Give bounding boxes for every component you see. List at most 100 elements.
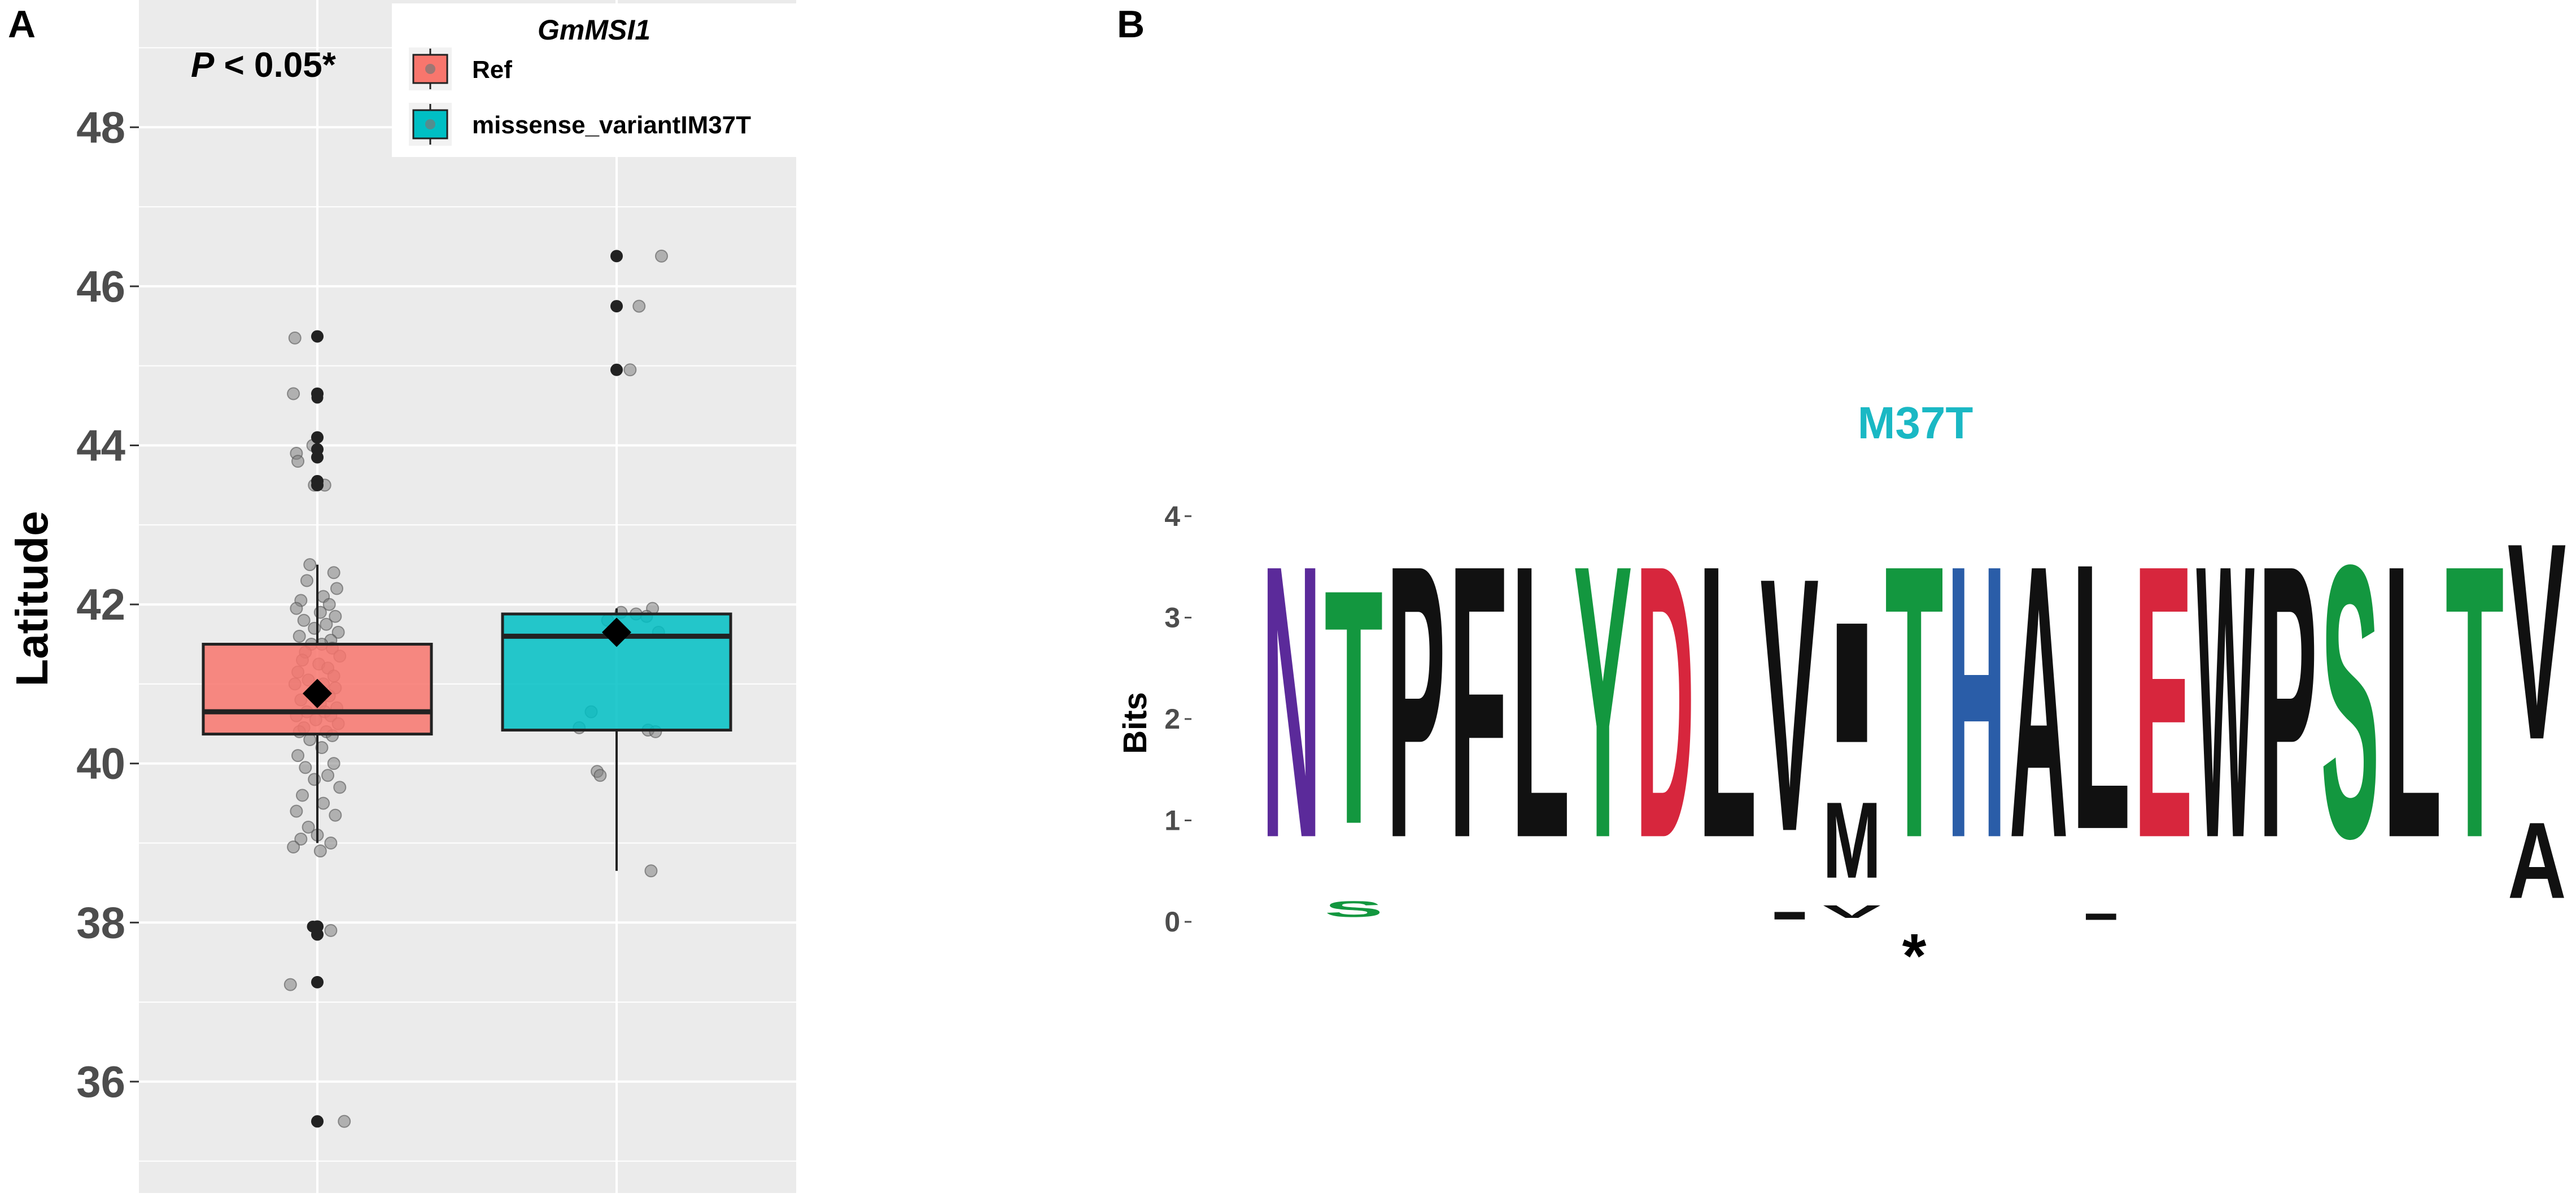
logo-y-tick-label: 2 (1164, 703, 1180, 735)
outlier-point (311, 431, 324, 444)
data-point (313, 606, 327, 619)
data-point (331, 625, 345, 639)
data-point (292, 629, 306, 643)
data-point (329, 609, 342, 623)
y-tick-label: 48 (76, 102, 125, 152)
logo-letter: I (1761, 909, 1819, 921)
legend-key-box (412, 109, 448, 140)
data-point (291, 749, 305, 763)
data-point (632, 299, 646, 313)
outlier-point (311, 975, 324, 988)
logo-letter: N (1262, 484, 1321, 919)
logo-letter: F (1449, 485, 1508, 919)
logo-letter: L (1698, 485, 1757, 919)
logo-letter: E (2134, 484, 2193, 919)
p-value-italic: P (191, 46, 215, 85)
legend-key-point (425, 119, 435, 129)
data-point (299, 761, 312, 774)
legend-key-point (425, 64, 435, 74)
y-tick-label: 40 (76, 739, 125, 789)
panel-label-b: B (1117, 3, 1145, 46)
outlier-point (610, 363, 623, 376)
outlier-point (311, 928, 324, 941)
logo-letter: M (1823, 779, 1881, 901)
logo-letter: L (1511, 485, 1570, 919)
p-value-annotation: P < 0.05* (191, 46, 337, 85)
logo-letter: A (2010, 484, 2068, 919)
data-point (303, 733, 317, 746)
data-point (308, 773, 321, 786)
logo-y-axis-title: Bits (1117, 692, 1154, 754)
logo-letter: S (2321, 484, 2379, 919)
logo-letter: P (1387, 484, 1446, 919)
mutation-position-marker: * (1902, 921, 1927, 991)
legend-label: Ref (472, 56, 512, 84)
outlier-point (610, 300, 623, 313)
data-point (333, 781, 347, 794)
data-point (644, 864, 658, 878)
data-point (330, 582, 343, 595)
data-point (324, 836, 338, 850)
logo-letter: T (1885, 485, 1944, 919)
y-tick-label: 46 (76, 262, 125, 311)
logo-letter: Y (1574, 484, 1632, 919)
mean-marker (303, 678, 332, 708)
outlier-point (610, 250, 623, 263)
data-point (308, 621, 321, 635)
data-point (290, 804, 303, 818)
data-point (338, 1114, 351, 1128)
outlier-point (311, 1115, 324, 1128)
data-point (296, 789, 309, 802)
data-point (302, 820, 315, 834)
logo-letter: I (1823, 587, 1881, 779)
mean-marker (602, 617, 631, 647)
y-axis-title: Latitude (7, 511, 57, 686)
outlier-point (311, 478, 324, 491)
data-point (288, 331, 302, 345)
logo-letter: L (2383, 485, 2442, 919)
data-point (303, 558, 317, 572)
data-point (287, 840, 300, 854)
outlier-point (311, 330, 324, 343)
data-point (315, 741, 329, 755)
logo-letter: V (1761, 502, 1819, 907)
logo-letter: H (1947, 484, 2006, 919)
data-point (593, 769, 607, 782)
legend-title: GmMSI1 (538, 14, 650, 46)
data-point (297, 613, 311, 627)
data-point (294, 832, 308, 846)
logo-letter: T (1325, 520, 1383, 894)
logo-letter: T (2446, 485, 2504, 919)
data-point (290, 602, 303, 615)
logo-letter: P (2259, 484, 2317, 919)
legend-label: missense_variantIM37T (472, 111, 751, 139)
logo-y-tick-label: 4 (1164, 500, 1180, 532)
legend-key-box (412, 54, 448, 84)
logo-letter: L (2072, 485, 2130, 909)
data-point (655, 249, 668, 263)
data-point (329, 808, 342, 822)
y-tick-label: 42 (76, 580, 125, 629)
p-value-text: < 0.05* (214, 46, 336, 85)
data-point (324, 924, 338, 937)
data-point (283, 978, 297, 991)
data-point (327, 566, 340, 580)
logo-letter: A (2508, 799, 2566, 921)
logo-y-tick-label: 3 (1164, 602, 1180, 633)
logo-title: M37T (1858, 398, 1974, 448)
data-point (317, 796, 330, 810)
legend-background (392, 3, 796, 157)
data-point (321, 769, 335, 782)
logo-letter: V (2508, 485, 2566, 798)
outlier-point (311, 451, 324, 464)
y-tick-label: 36 (76, 1057, 125, 1107)
y-tick-label: 38 (76, 898, 125, 947)
data-point (291, 455, 305, 468)
logo-letter: D (1636, 484, 1695, 919)
data-point (623, 363, 637, 377)
